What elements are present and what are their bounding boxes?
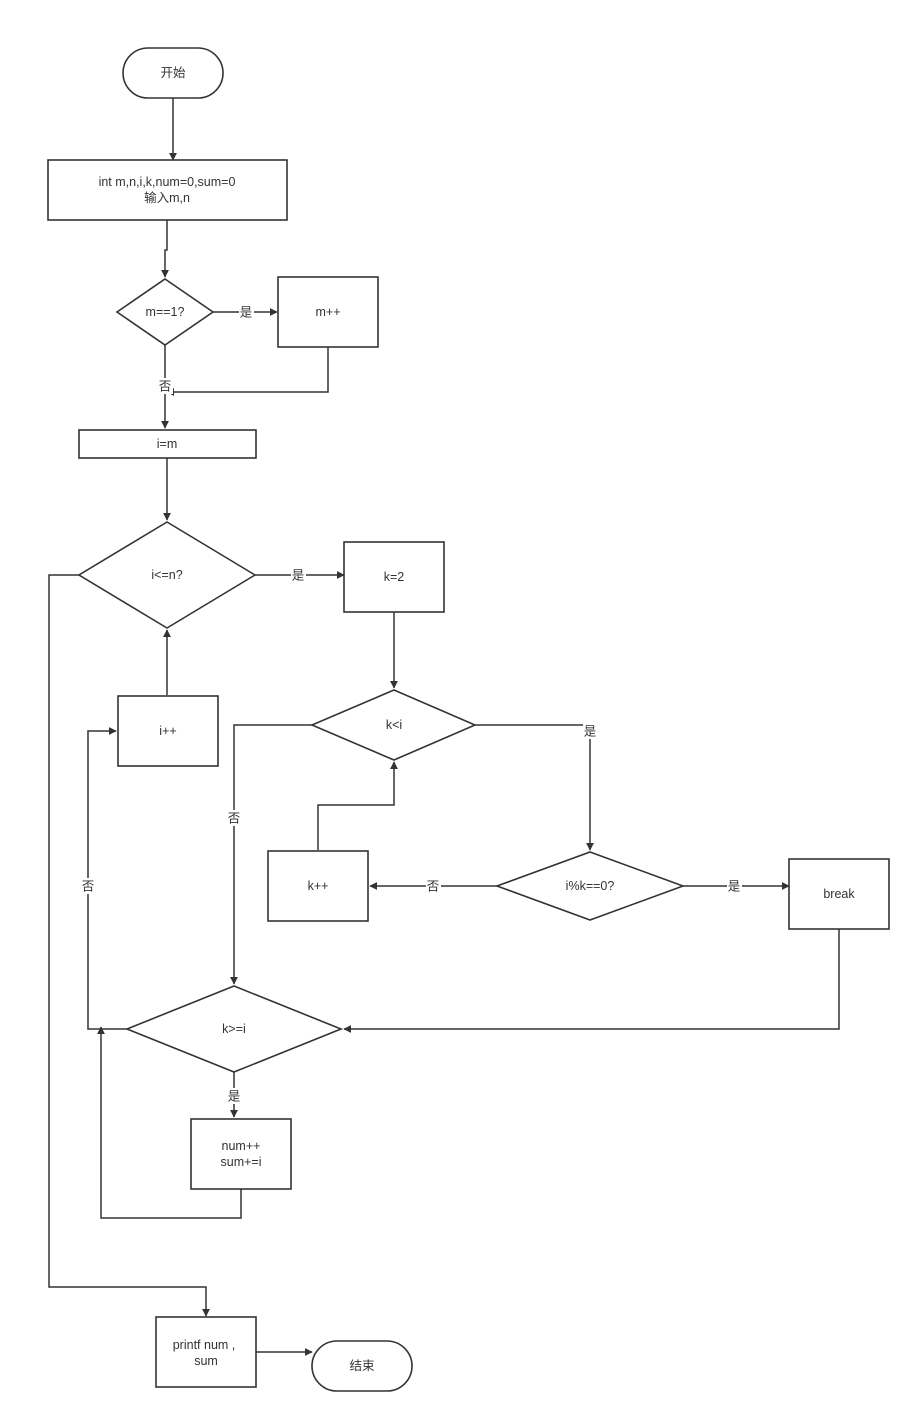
- node-init: int m,n,i,k,num=0,sum=0 输入m,n: [47, 159, 288, 221]
- cond-k-ge-i-label: k>=i: [222, 1022, 246, 1036]
- node-cond-k-lt-i: k<i: [309, 689, 478, 761]
- node-print: printf num , sum: [155, 1316, 257, 1388]
- edge-init-to-m-cond: [161, 220, 169, 278]
- edge-labels: 是 否 是 是 否 是 否 是 否: [81, 304, 742, 1104]
- node-start: 开始: [122, 47, 224, 99]
- edge-label-k-ge-yes: 是: [228, 1089, 241, 1104]
- edge-break-to-k-ge: [343, 929, 840, 1033]
- cond-m-eq-1-label: m==1?: [146, 305, 185, 319]
- edge-k-inc-back: [317, 761, 398, 850]
- break-label: break: [823, 887, 855, 901]
- node-end: 结束: [311, 1340, 413, 1392]
- init-label-line1: int m,n,i,k,num=0,sum=0: [99, 175, 236, 189]
- node-cond-i-le-n: i<=n?: [77, 521, 257, 629]
- edge-label-k-lt-yes: 是: [584, 724, 597, 739]
- edge-accum-back: [97, 1026, 242, 1219]
- cond-i-le-n-label: i<=n?: [151, 568, 182, 582]
- end-label: 结束: [349, 1359, 375, 1373]
- m-inc-label: m++: [315, 305, 340, 319]
- node-cond-mod: i%k==0?: [494, 851, 686, 921]
- edge-i-cond-no: [48, 574, 210, 1317]
- cond-k-lt-i-label: k<i: [386, 718, 402, 732]
- i-inc-label: i++: [159, 724, 176, 738]
- cond-mod-label: i%k==0?: [566, 879, 615, 893]
- edge-m-inc-merge: [166, 347, 329, 396]
- start-label: 开始: [160, 66, 186, 80]
- node-k-inc: k++: [267, 850, 369, 922]
- assign-k-2-label: k=2: [384, 570, 405, 584]
- assign-i-m-label: i=m: [157, 437, 178, 451]
- edge-label-mod-no: 否: [427, 879, 440, 894]
- edge-label-i-yes: 是: [292, 568, 305, 583]
- print-label-line2: sum: [194, 1354, 218, 1368]
- accum-label-line2: sum+=i: [221, 1155, 262, 1169]
- edge-label-m-yes: 是: [240, 305, 253, 320]
- k-inc-label: k++: [308, 879, 329, 893]
- node-break: break: [788, 858, 890, 930]
- node-i-inc: i++: [117, 695, 219, 767]
- edge-label-k-lt-no: 否: [228, 811, 241, 826]
- node-assign-i-m: i=m: [78, 429, 257, 459]
- node-assign-k-2: k=2: [343, 541, 445, 613]
- node-m-inc: m++: [277, 276, 379, 348]
- init-label-line2: 输入m,n: [144, 190, 190, 205]
- edge-k-lt-yes: [475, 724, 594, 851]
- node-accumulate: num++ sum+=i: [190, 1118, 292, 1190]
- edge-k-lt-no: [230, 724, 312, 985]
- edge-label-k-ge-no: 否: [82, 879, 95, 894]
- edge-label-m-no: 否: [159, 379, 172, 394]
- node-cond-k-ge-i: k>=i: [124, 985, 344, 1073]
- edge-label-mod-yes: 是: [728, 879, 741, 894]
- node-cond-m-eq-1: m==1?: [115, 278, 215, 346]
- accum-label-line1: num++: [222, 1139, 261, 1153]
- print-label-line1: printf num ,: [173, 1338, 236, 1352]
